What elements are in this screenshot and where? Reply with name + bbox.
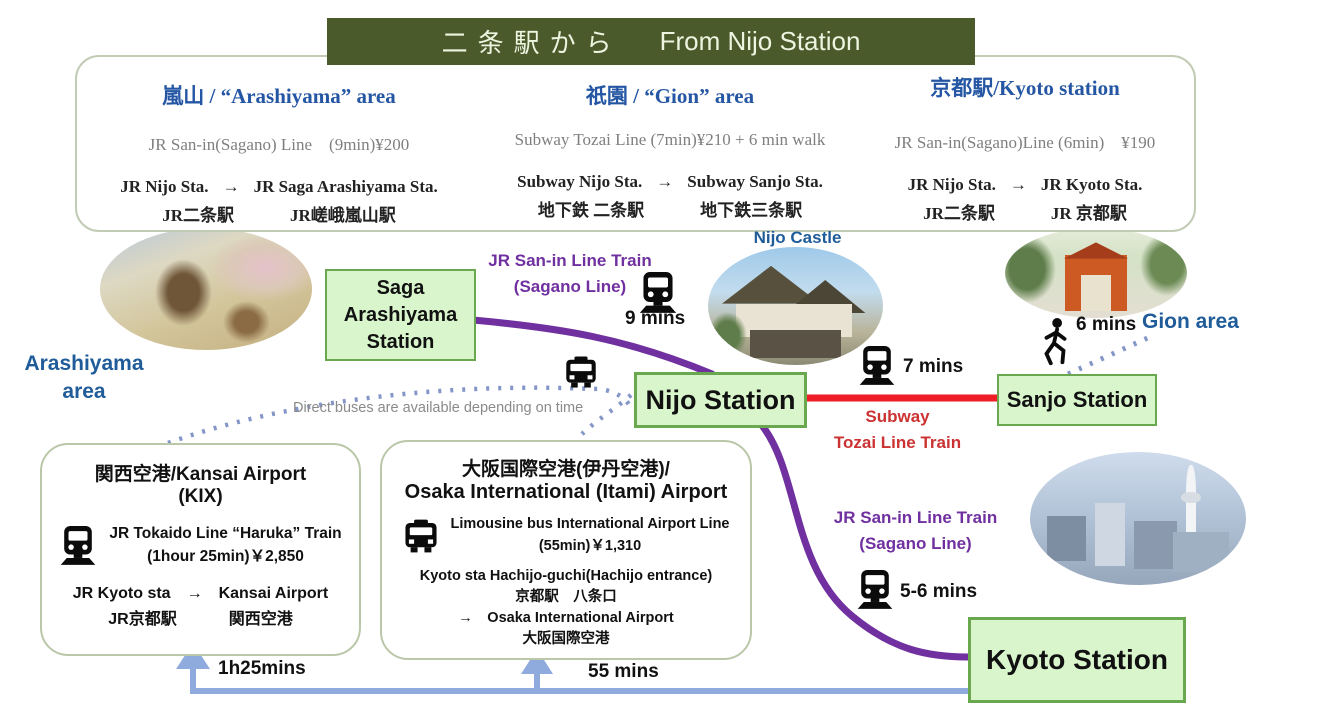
time-sanjo: 7 mins: [903, 356, 964, 377]
kyoto-station-box: Kyoto Station: [968, 617, 1186, 703]
kansai-title: 関西空港/Kansai Airport: [94, 464, 307, 485]
kansai-transit-line: JR Tokaido Line “Haruka” Train: [109, 525, 342, 542]
time-kansai-train: 1h25mins: [218, 658, 306, 679]
route-to: JR Kyoto Sta.: [1040, 175, 1143, 194]
route-to: JR Saga Arashiyama Sta.: [253, 177, 438, 196]
time-kyoto: 5-6 mins: [900, 581, 978, 602]
route-to-jp: 地下鉄三条駅: [700, 201, 803, 220]
arashiyama-area-label: Arashiyama area: [24, 352, 144, 404]
direct-bus-dotted-branch-itami: [580, 393, 633, 436]
itami-transit-line: Limousine bus International Airport Line: [450, 516, 730, 532]
gion-shrine-photo: [1005, 228, 1187, 318]
photo-detail: [155, 258, 213, 326]
photo-detail: [1094, 502, 1126, 567]
gion-area-label: Gion area: [1142, 310, 1239, 333]
itami-transit-fare: (55min)￥1,310: [538, 537, 642, 554]
kansai-transit-fare: (1hour 25min)￥2,850: [147, 548, 304, 566]
title-japanese: 二条駅から: [441, 28, 622, 58]
bus-icon: [402, 518, 440, 554]
kansai-route-from: JR Kyoto sta: [72, 584, 171, 602]
nijo-castle-photo: [708, 247, 883, 365]
route-arrow: →: [1009, 175, 1027, 194]
walk-time: 6 mins: [1076, 314, 1137, 335]
route-to-jp: JR嵯峨嵐山駅: [290, 206, 396, 225]
train-icon: [856, 568, 894, 610]
itami-title-en: Osaka International (Itami) Airport: [404, 481, 728, 503]
route-to: Subway Sanjo Sta.: [687, 172, 823, 191]
route-from-jp: JR二条駅: [923, 204, 995, 223]
nijo-station-box: Nijo Station: [634, 372, 807, 428]
route-from-jp: 地下鉄 二条駅: [537, 201, 645, 220]
route-from: Subway Nijo Sta.: [517, 172, 643, 191]
arashiyama-monkey-photo: [100, 228, 312, 350]
train-icon: [858, 344, 896, 386]
walking-person-icon: [1038, 316, 1072, 366]
photo-detail: [1005, 235, 1056, 303]
walk-dotted-sanjo-to-gion: [1066, 333, 1154, 377]
direct-bus-note: Direct buses are available depending on …: [293, 400, 584, 416]
top-info-panel: [75, 55, 1196, 232]
photo-detail: [1047, 515, 1087, 562]
itami-route-entrance: Kyoto sta Hachijo-guchi(Hachijo entrance…: [419, 567, 713, 584]
time-itami-bus: 55 mins: [588, 661, 659, 682]
itami-route-to: → Osaka International Airport: [458, 609, 674, 626]
itami-airport-box: 大阪国際空港(伊丹空港)/ Osaka International (Itami…: [380, 440, 752, 660]
kansai-route-to: Kansai Airport: [218, 584, 329, 602]
column-header: 祇園 / “Gion” area: [585, 84, 755, 108]
route-from: JR Nijo Sta.: [907, 175, 996, 194]
column-kyoto-station: 京都駅/Kyoto station JR San-in(Sagano)Line …: [865, 72, 1185, 224]
kansai-title-kix: (KIX): [178, 486, 223, 507]
photo-detail: [222, 301, 270, 343]
route-arrow: →: [222, 177, 240, 196]
sanjo-station-box: Sanjo Station: [997, 374, 1157, 426]
airport-access-line: [190, 664, 968, 694]
photo-detail: [1172, 531, 1229, 572]
itami-title-jp: 大阪国際空港(伊丹空港)/: [462, 459, 670, 480]
title-english: From Nijo Station: [659, 26, 861, 56]
jr-sanin-line-label-top: JR San-in Line Train (Sagano Line): [488, 251, 652, 296]
time-saga: 9 mins: [625, 308, 686, 329]
photo-detail: [708, 311, 747, 360]
column-header: 京都駅/Kyoto station: [930, 76, 1120, 100]
route-arrow: →: [656, 172, 674, 191]
route-to-jp: JR 京都駅: [1050, 204, 1127, 223]
photo-detail: [1139, 232, 1187, 296]
line-fare-info: Subway Tozai Line (7min)¥210 + 6 min wal…: [514, 130, 826, 149]
kansai-airport-box: 関西空港/Kansai Airport (KIX) JR Tokaido Lin…: [40, 443, 361, 656]
photo-detail: [1181, 491, 1201, 503]
kansai-route-to-jp: 関西空港: [228, 610, 293, 628]
title-banner: 二条駅から From Nijo Station: [327, 18, 975, 65]
photo-detail: [1081, 274, 1111, 311]
column-gion: 祇園 / “Gion” area Subway Tozai Line (7min…: [480, 80, 860, 221]
photo-detail: [1133, 521, 1177, 570]
line-fare-info: JR San-in(Sagano) Line (9min)¥200: [148, 135, 410, 154]
column-header: 嵐山 / “Arashiyama” area: [162, 84, 396, 108]
kansai-route-arrow: →: [186, 584, 203, 602]
saga-arashiyama-station-box: Saga Arashiyama Station: [325, 269, 476, 361]
bus-icon: [563, 355, 599, 389]
itami-route-to-jp: 大阪国際空港: [522, 630, 610, 647]
column-arashiyama: 嵐山 / “Arashiyama” area JR San-in(Sagano)…: [90, 80, 468, 226]
itami-route-entrance-jp: 京都駅 八条口: [515, 588, 617, 605]
kansai-route-from-jp: JR京都駅: [108, 610, 177, 628]
route-from: JR Nijo Sta.: [120, 177, 209, 196]
line-fare-info: JR San-in(Sagano)Line (6min) ¥190: [894, 133, 1156, 152]
kyoto-city-photo: [1030, 452, 1246, 585]
nijo-castle-label: Nijo Castle: [753, 228, 842, 247]
photo-detail: [750, 329, 841, 358]
train-icon: [59, 524, 97, 566]
route-from-jp: JR二条駅: [162, 206, 234, 225]
subway-tozai-label: Subway Tozai Line Train: [833, 407, 962, 453]
photo-detail: [210, 234, 312, 302]
jr-sanin-line-label-bottom: JR San-in Line Train (Sagano Line): [833, 508, 998, 553]
